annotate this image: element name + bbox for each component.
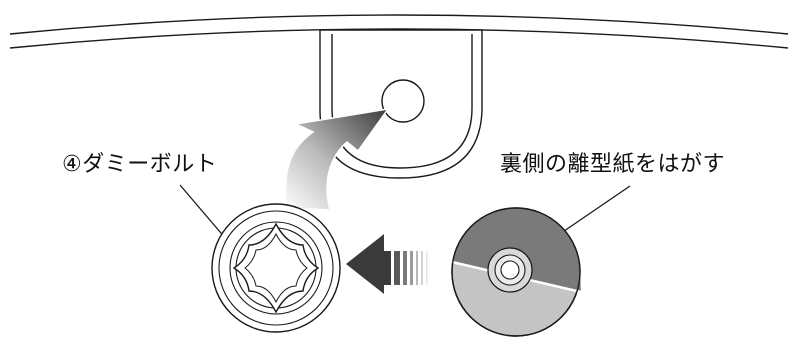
dummy-bolt-icon: [211, 203, 341, 333]
release-paper-sticker-icon: [451, 207, 582, 337]
housing-outline: [9, 14, 789, 49]
curved-arrow-icon: [284, 107, 390, 211]
bolt-hole: [381, 79, 425, 123]
dummy-bolt-label: ④ダミーボルト: [62, 152, 218, 177]
move-arrow-icon: [346, 234, 428, 294]
peel-release-paper-label: 裏側の離型紙をはがす: [500, 152, 726, 177]
mounting-tab: [319, 29, 483, 179]
